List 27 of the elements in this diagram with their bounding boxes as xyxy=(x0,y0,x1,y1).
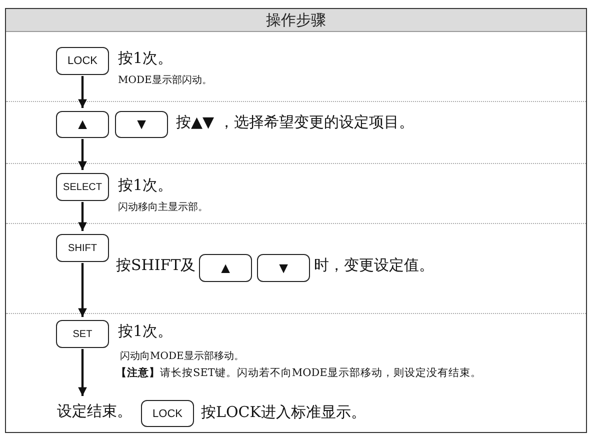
instruction-text: 按1次。 xyxy=(118,49,173,68)
arrow xyxy=(78,202,87,231)
key-button: LOCK xyxy=(56,47,109,75)
key-button: ▼ xyxy=(257,254,310,282)
instruction-text: 按SHIFT及 xyxy=(116,256,196,275)
note-text: 闪动移向主显示部。 xyxy=(118,200,208,214)
note-text: 【注意】请长按SET键。闪动若不向MODE显示部移动，则设定没有结束。 xyxy=(116,366,482,380)
arrow xyxy=(78,76,87,108)
table-header: 操作步骤 xyxy=(6,9,586,32)
instruction-text: 按1次。 xyxy=(118,322,173,341)
key-button: ▼ xyxy=(115,111,168,138)
note-text: 闪动向MODE显示部移动。 xyxy=(120,350,244,363)
key-button: SET xyxy=(56,320,109,348)
instruction-text: 按LOCK进入标准显示。 xyxy=(201,403,366,422)
arrow xyxy=(78,139,87,170)
instruction-text: 按1次。 xyxy=(118,176,173,195)
key-button: ▲ xyxy=(199,254,252,282)
arrow xyxy=(78,349,87,396)
arrow xyxy=(78,263,87,317)
instruction-text: 按▲▼ ，选择希望变更的设定项目。 xyxy=(176,113,414,132)
key-button: ▲ xyxy=(56,111,109,138)
instruction-text: 时，变更设定值。 xyxy=(314,256,434,275)
key-button: SHIFT xyxy=(56,234,109,262)
key-button: SELECT xyxy=(56,173,109,201)
step-text: 设定结束。 xyxy=(57,402,132,421)
note-text: MODE显示部闪动。 xyxy=(118,74,212,87)
key-button: LOCK xyxy=(141,400,194,427)
